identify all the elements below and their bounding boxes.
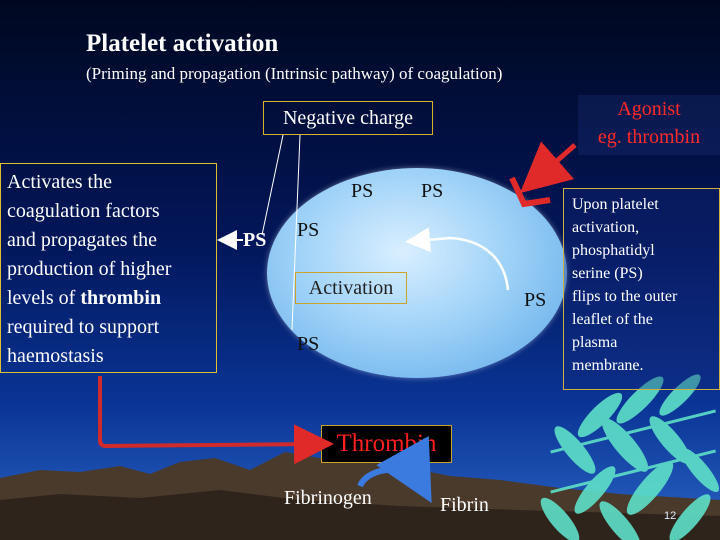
- right-box-line: membrane.: [572, 357, 644, 374]
- fibrinogen-label: Fibrinogen: [284, 487, 372, 509]
- right-box-line: activation,: [572, 219, 640, 236]
- agonist-line-2: eg. thrombin: [597, 126, 701, 148]
- agonist-arrow: [519, 141, 577, 194]
- agonist-label: Agonist eg. thrombin: [578, 95, 720, 155]
- platelet-cell: [267, 168, 567, 378]
- negative-charge-pointer-right: [291, 134, 301, 331]
- ps-label-bottom: PS: [297, 333, 320, 355]
- left-box-line: levels of thrombin: [7, 284, 216, 313]
- left-box-line: Activates the: [7, 171, 112, 193]
- ps-label-right: PS: [524, 289, 547, 311]
- right-box-line: Upon platelet: [572, 196, 659, 213]
- page-number: 12: [664, 510, 677, 522]
- right-box-line: plasma: [572, 334, 618, 351]
- fibrin-label: Fibrin: [440, 494, 489, 516]
- left-box-line: coagulation factors: [7, 200, 160, 222]
- slide-title: Platelet activation: [86, 30, 279, 57]
- fibrinogen-to-fibrin-arrow: [357, 435, 432, 503]
- activation-label: Activation: [295, 272, 407, 304]
- right-box-line: leaflet of the: [572, 311, 653, 328]
- ps-flip-explanation-box: Upon platelet activation, phosphatidyl s…: [563, 188, 720, 390]
- left-box-line: and propagates the: [7, 229, 157, 251]
- ps-label-top-right: PS: [421, 180, 444, 202]
- right-box-line: flips to the outer: [572, 288, 678, 305]
- ps-label-top-left: PS: [351, 180, 374, 202]
- left-box-bold-thrombin: thrombin: [80, 287, 162, 309]
- ps-label-left: PS: [297, 219, 320, 241]
- negative-charge-pointer-left: [261, 134, 284, 236]
- left-box-line: required to support: [7, 316, 160, 338]
- left-box-line: production of higher: [7, 258, 172, 280]
- left-box-text: levels of: [7, 287, 81, 309]
- slide-subtitle: (Priming and propagation (Intrinsic path…: [86, 64, 503, 83]
- right-box-line: phosphatidyl: [572, 242, 655, 259]
- activation-curve-arrow: [405, 227, 510, 291]
- agonist-line-1: Agonist: [617, 98, 681, 120]
- negative-charge-label: Negative charge: [263, 101, 433, 135]
- ps-label-outside: PS: [243, 229, 267, 251]
- thrombin-feedback-arrow: [98, 376, 334, 465]
- left-box-line: haemostasis: [7, 345, 104, 367]
- fibrin-strands: [540, 374, 720, 540]
- right-box-line: serine (PS): [572, 265, 643, 282]
- thrombin-effect-box: Activates the coagulation factors and pr…: [0, 163, 217, 373]
